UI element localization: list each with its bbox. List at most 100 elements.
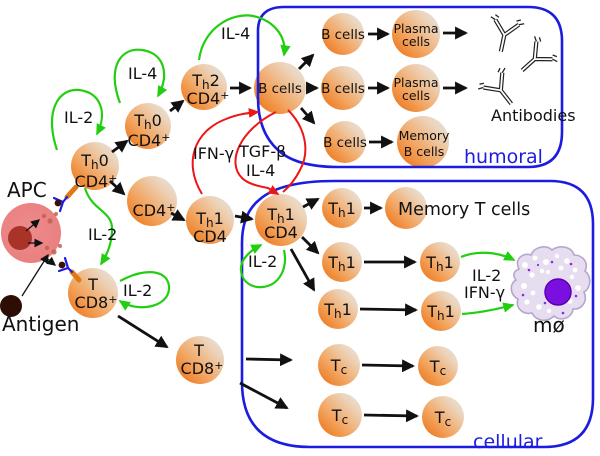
memory-t-label: Memory T cells (398, 200, 530, 220)
tgf-beta-red-label: TGF-β (238, 142, 286, 161)
cell-bcell-entry (254, 62, 306, 114)
macrophage-granules (521, 260, 578, 315)
antibody-icon (511, 34, 560, 83)
apc-peptide-dots (41, 212, 62, 255)
tgf-il4-inhibition-arrow-left (234, 111, 280, 195)
ifn-gamma-red-label: IFN-γ (193, 144, 234, 163)
humoral-label: humoral (464, 146, 543, 168)
th1a-cd4-label: CD4 (193, 227, 227, 246)
th0b-cd4-label: CD4+ (128, 131, 171, 150)
il2-macrophage-label: IL-2 (472, 266, 501, 285)
cd4-label: CD4+ (133, 201, 176, 220)
macrophage-nucleus (544, 278, 572, 306)
cell-memory-b (397, 116, 449, 168)
th1b-label: Th1 (266, 205, 295, 226)
tcd8b-cd8-label: CD8+ (181, 359, 224, 378)
plasma2-label-line2: cells (402, 88, 430, 103)
il2-loop-th0 (50, 88, 106, 151)
th1-to-macrophage-lower (461, 302, 515, 316)
th1-to-macrophage-upper (460, 251, 516, 261)
il2-loop-tcd8 (118, 271, 171, 311)
plasma1-label-line2: cells (402, 34, 430, 49)
tcr-receptor-icon-lower (57, 256, 82, 283)
plasma1-label-line1: Plasma (393, 21, 438, 36)
antibodies-group (476, 14, 559, 114)
th1b-cd4-label: CD4 (264, 223, 298, 242)
bcell-row1-label: B cells (321, 27, 365, 43)
il4-red-label: IL-4 (246, 161, 275, 180)
antigen-dot (0, 295, 22, 317)
arrow-tc2a-tc2b (363, 409, 419, 423)
black-arrows (109, 26, 468, 423)
antibodies-label: Antibodies (491, 106, 576, 125)
arrow-th1b-row2 (301, 236, 320, 255)
red-inhibition-arrows (191, 108, 307, 195)
antigen-label: Antigen (2, 312, 79, 336)
th0b-label: Th0 (133, 111, 162, 132)
cell-tc-row2a (318, 393, 362, 437)
apc-label: APC (7, 178, 47, 202)
il2-loop-tcd8-label: IL-2 (123, 281, 152, 300)
arrow-th0b-th2 (169, 99, 185, 113)
cell-th1-2 (255, 194, 307, 246)
th1-row3a-label: Th1 (323, 300, 352, 321)
cell-bcell-row2 (321, 66, 365, 110)
apc-processing-arrow-1 (25, 219, 41, 232)
th0a-label: Th0 (80, 151, 109, 172)
tc-row1b-label: Tc (429, 357, 446, 378)
green-cytokine-arrows (50, 14, 516, 316)
cell-bcell-row3 (324, 121, 366, 163)
arrow-bentry-b1 (298, 53, 315, 70)
cellular-box (240, 179, 595, 449)
tgf-il4-inhibition-arrow-right (282, 109, 307, 193)
tc-row2b-label: Tc (434, 408, 451, 429)
arrow-th1b-row3 (289, 248, 316, 292)
tcr-fork (57, 256, 74, 274)
th1-row2b-label: Th1 (425, 253, 454, 274)
cell-cd4 (127, 176, 177, 226)
cell-th1-row2a (322, 242, 362, 282)
il2-loop-th1 (239, 244, 287, 289)
cell-th1-1 (186, 196, 234, 244)
bcell-row3-label: B cells (323, 135, 367, 151)
th2-cd4-label: CD4+ (187, 89, 230, 108)
cell-tc-row1b (418, 346, 458, 386)
humoral-box (256, 5, 564, 169)
cell-th0-2 (125, 103, 171, 149)
cell-plasma-2 (392, 64, 440, 112)
cell-tcd8-2 (176, 336, 224, 384)
arrow-th1a-th1b (234, 210, 254, 224)
cell-th1-row1 (322, 188, 362, 228)
il2-loop-th1-label: IL-2 (248, 252, 277, 271)
cell-bcell-row1 (322, 13, 364, 55)
ifn-gamma-macrophage-label: IFN-γ (464, 283, 505, 302)
apc-nucleus (8, 226, 32, 250)
macrophage-group (510, 246, 591, 322)
antigen-peptide-dot (58, 261, 66, 269)
cell-th0-1 (71, 142, 119, 190)
antigen-peptide-dot (54, 199, 62, 207)
plasma2-label-line1: Plasma (393, 75, 438, 90)
cell-circles (68, 10, 464, 438)
arrow-tcd8b-tc2a (239, 381, 289, 410)
arrow-th0a-th0b (111, 139, 129, 154)
cell-plasma-1 (392, 10, 440, 58)
il2-loop-th0-label: IL-2 (64, 108, 93, 127)
receptor-stalk (69, 269, 82, 283)
cell-memory-t (385, 187, 427, 229)
th2-label: Th2 (191, 71, 220, 92)
cell-th1-row3b (421, 291, 461, 331)
antigen-to-apc-arrow (21, 253, 49, 297)
tcd8a-label: T (87, 275, 98, 294)
cell-th2 (181, 64, 227, 110)
th1-row1-label: Th1 (327, 199, 356, 220)
tc-row1a-label: Tc (330, 356, 347, 377)
bcell-entry-label: B cells (258, 81, 302, 97)
macrophage-label: mø (533, 313, 565, 337)
il4-loop-th0-label: IL-4 (128, 64, 157, 83)
arrow-th0a-cd4 (109, 179, 126, 196)
arrow-cd4-th1a (170, 209, 186, 222)
tc-row2a-label: Tc (331, 406, 348, 427)
